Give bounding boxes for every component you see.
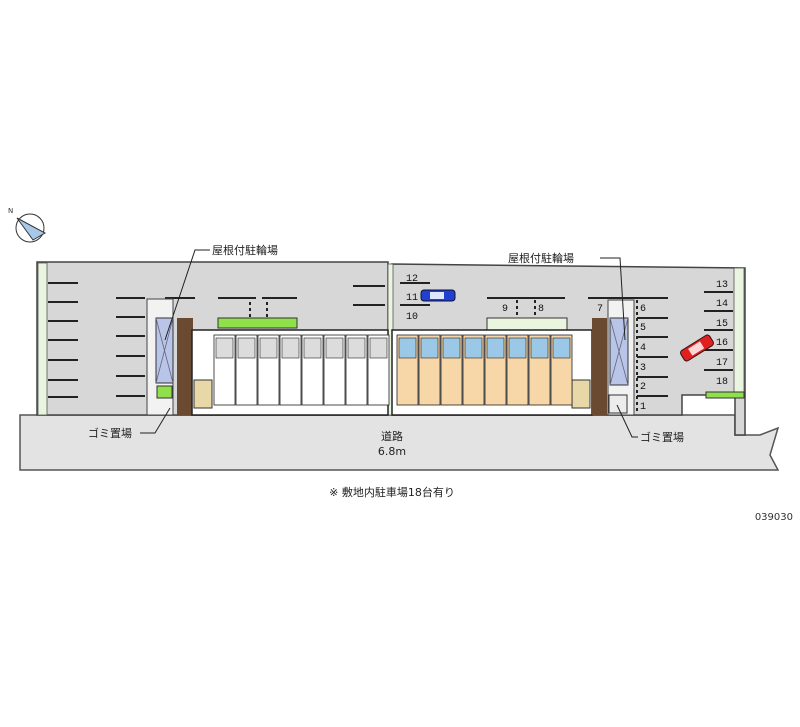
left-hedge [217, 317, 298, 329]
unit-wet-area [281, 337, 300, 359]
compass-icon: N [8, 207, 47, 243]
parking-number: 3 [640, 363, 646, 374]
unit-wet-area [530, 337, 549, 359]
trash-label-left: ゴミ置場 [88, 426, 132, 440]
unit-wet-area [552, 337, 571, 359]
right-brown-strip [592, 318, 607, 415]
unit-wet-area [259, 337, 278, 359]
parking-note: ※ 敷地内駐車場18台有り [329, 485, 455, 499]
left-green-strip [37, 262, 48, 416]
parking-number: 5 [640, 323, 646, 334]
unit-wet-area [508, 337, 527, 359]
car-red-icon [680, 334, 714, 362]
right-parking-lines [400, 282, 733, 413]
unit-wet-area [347, 337, 366, 359]
road-width: 6.8m [378, 445, 406, 458]
parking-number: 17 [716, 358, 728, 369]
parking-number: 16 [716, 338, 728, 349]
callout-line [600, 257, 626, 341]
right-stairs-box [571, 379, 591, 409]
parking-number: 18 [716, 377, 728, 388]
parking-number: 9 [502, 304, 508, 315]
left-brown-strip [177, 318, 193, 415]
left-trash-area [156, 385, 173, 399]
unit-wet-area [464, 337, 483, 359]
right-units [396, 334, 573, 406]
bike-shelter-label-left: 屋根付駐輪場 [212, 243, 278, 257]
compass-north-label: N [8, 207, 13, 215]
callout-line [164, 249, 210, 341]
unit-wet-area [398, 337, 417, 359]
left-units [213, 334, 390, 406]
parking-number: 1 [640, 402, 646, 413]
parking-number: 14 [716, 299, 728, 310]
unit-wet-area [303, 337, 322, 359]
property-code: 039030 [755, 512, 793, 523]
left-parking-lines [48, 282, 385, 398]
shelter-cross [155, 317, 174, 384]
car-blue-icon [420, 289, 456, 302]
right-green-patch [705, 391, 745, 399]
right-trash-area [608, 394, 628, 414]
parking-number: 13 [716, 280, 728, 291]
parking-number: 2 [640, 382, 646, 393]
callout-line [616, 404, 638, 438]
right-green-strip [733, 267, 745, 394]
unit-wet-area [369, 337, 388, 359]
unit-wet-area [486, 337, 505, 359]
left-stairs-box [193, 379, 213, 409]
bike-shelter-label-right: 屋根付駐輪場 [508, 251, 574, 265]
parking-number: 7 [597, 304, 603, 315]
parking-numbers: 1 2 3 4 5 6 7 8 9 10 11 12 13 14 15 16 1… [406, 274, 728, 413]
unit-wet-area [215, 337, 234, 359]
parking-number: 10 [406, 312, 418, 323]
unit-wet-area [420, 337, 439, 359]
unit-wet-area [442, 337, 461, 359]
shelter-cross [609, 317, 629, 386]
right-hedge [486, 317, 568, 331]
unit-wet-area [325, 337, 344, 359]
trash-label-right: ゴミ置場 [640, 430, 684, 444]
parking-number: 11 [406, 293, 418, 304]
parking-number: 15 [716, 319, 728, 330]
callout-line [140, 407, 171, 434]
road-name: 道路 [381, 429, 403, 443]
unit-wet-area [237, 337, 256, 359]
parking-number: 4 [640, 343, 646, 354]
parking-number: 6 [640, 304, 646, 315]
parking-number: 12 [406, 274, 418, 285]
parking-number: 8 [538, 304, 544, 315]
